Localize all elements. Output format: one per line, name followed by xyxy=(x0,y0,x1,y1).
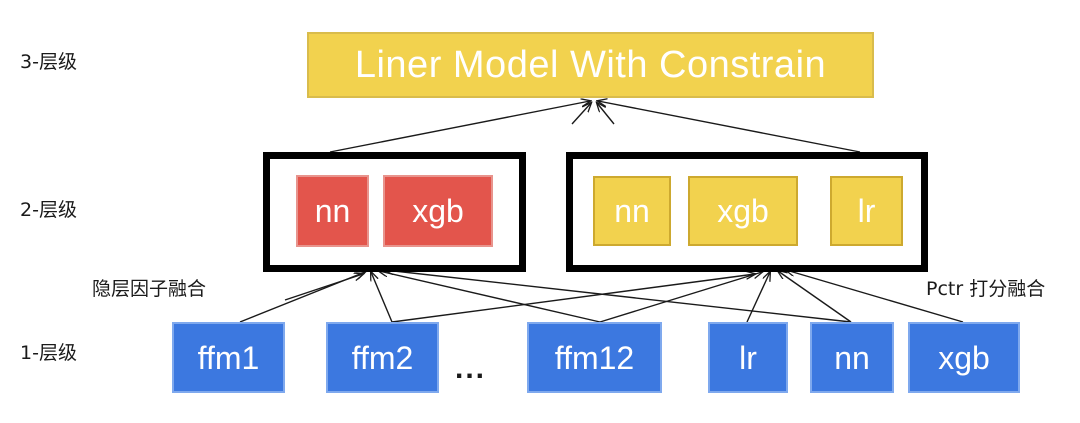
node-l2-left-nn[interactable]: nn xyxy=(296,175,369,247)
node-l1-ellipsis: ... xyxy=(455,352,487,385)
node-l2-right-xgb[interactable]: xgb xyxy=(688,176,798,246)
group-box-pctr-score-fusion[interactable] xyxy=(566,152,928,272)
edge-ffm2-to-left xyxy=(371,272,393,323)
node-l2-right-lr[interactable]: lr xyxy=(830,176,903,246)
tier-label-2: 2-层级 xyxy=(20,199,77,221)
tier-label-1: 1-层级 xyxy=(20,342,77,364)
edge-l2left-to-top xyxy=(329,101,590,153)
group-box-hidden-factor-fusion[interactable] xyxy=(263,152,526,272)
edge-lr1-to-right xyxy=(746,272,770,323)
node-l1-ffm1[interactable]: ffm1 xyxy=(172,322,285,393)
edge-nn1-to-right xyxy=(778,271,852,323)
edge-ffm12-to-left xyxy=(379,271,601,323)
node-l1-xgb[interactable]: xgb xyxy=(908,322,1020,393)
annotation-right-pctr-score-fusion: Pctr 打分融合 xyxy=(926,278,1046,300)
edge-l2right-to-top xyxy=(598,101,861,153)
edge-nn1-to-left xyxy=(385,270,852,323)
edge-ffm1-to-left xyxy=(239,272,365,323)
node-l2-left-xgb[interactable]: xgb xyxy=(383,175,493,247)
node-l1-lr[interactable]: lr xyxy=(708,322,788,393)
edge-cluster-a xyxy=(571,103,591,125)
node-l1-ffm12[interactable]: ffm12 xyxy=(527,322,662,393)
edge-ffm12-to-right xyxy=(599,272,762,323)
node-l2-right-nn[interactable]: nn xyxy=(593,176,671,246)
edge-leftcluster-a xyxy=(284,274,363,301)
node-l1-ffm2[interactable]: ffm2 xyxy=(326,322,439,393)
edge-ffm2-to-right xyxy=(391,274,755,323)
edge-cluster-b xyxy=(597,103,615,125)
tier-label-3: 3-层级 xyxy=(20,51,77,73)
annotation-left-hidden-factor-fusion: 隐层因子融合 xyxy=(92,278,207,300)
node-l1-nn[interactable]: nn xyxy=(810,322,894,393)
node-liner-model-with-constrain[interactable]: Liner Model With Constrain xyxy=(307,32,874,98)
